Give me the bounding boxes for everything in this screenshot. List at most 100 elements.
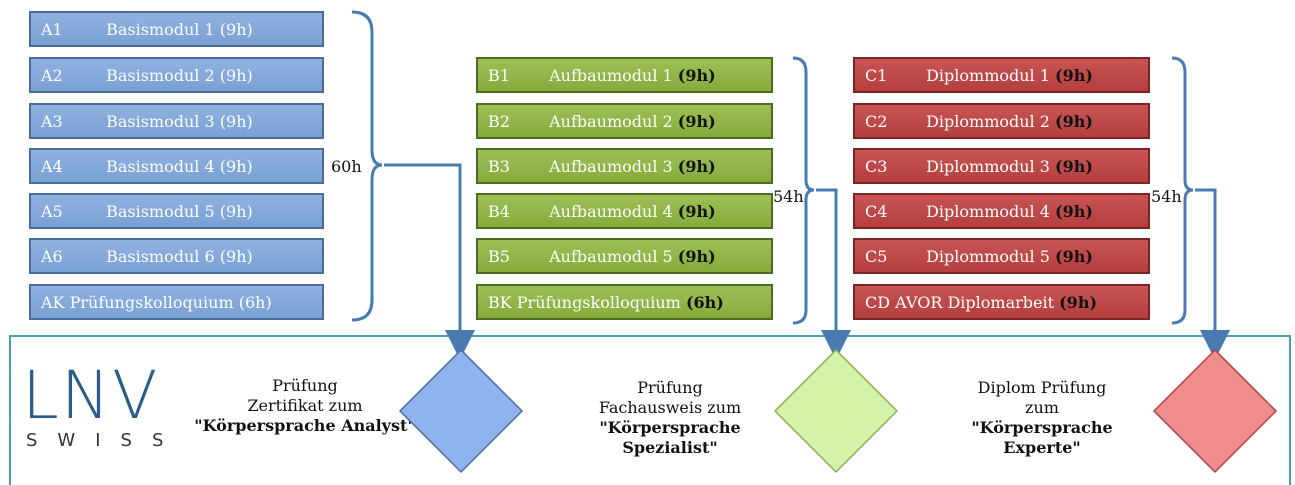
connector-c [1195, 188, 1230, 360]
module-hours: (9h) [677, 246, 716, 266]
module-c5: C5 Diplommodul 5 (9h) [853, 238, 1150, 274]
module-code: B3 [488, 156, 510, 176]
module-name: Basismodul 3 [106, 111, 215, 131]
total-hours-c: 54h [1151, 187, 1182, 206]
total-hours-b: 54h [773, 187, 804, 206]
module-a1: A1 Basismodul 1 (9h) [29, 11, 324, 47]
module-hours: (6h) [685, 292, 724, 312]
module-name: Aufbaumodul 3 [549, 156, 673, 176]
module-hours: (9h) [677, 201, 716, 221]
module-name: Diplommodul 1 [926, 65, 1050, 85]
module-name: Basismodul 4 [106, 156, 215, 176]
module-name: AVOR Diplomarbeit [895, 292, 1055, 312]
module-code: C3 [865, 156, 888, 176]
exam-c-line1: Diplom Prüfung [977, 378, 1107, 397]
exam-c-line3: "Körpersprache Experte" [971, 418, 1113, 457]
module-name: Diplommodul 2 [926, 111, 1050, 131]
module-code: B1 [488, 65, 510, 85]
exam-b-line1: Prüfung [637, 378, 703, 397]
module-name: Basismodul 6 [106, 246, 215, 266]
module-hours: (9h) [1055, 111, 1093, 131]
module-c2: C2 Diplommodul 2 (9h) [853, 103, 1150, 139]
module-name: Aufbaumodul 4 [549, 201, 673, 221]
module-hours: (9h) [219, 65, 253, 85]
module-code: B5 [488, 246, 510, 266]
module-code: C1 [865, 65, 888, 85]
module-name: Aufbaumodul 2 [549, 111, 673, 131]
module-code: C2 [865, 111, 888, 131]
module-name: Aufbaumodul 1 [549, 65, 673, 85]
exam-b-line3: "Körpersprache Spezialist" [599, 418, 741, 457]
connector-a [384, 163, 475, 360]
module-name: Basismodul 2 [106, 65, 215, 85]
module-hours: (9h) [1055, 201, 1093, 221]
brace-c [1171, 56, 1194, 325]
module-a6: A6 Basismodul 6 (9h) [29, 238, 324, 274]
module-b5: B5 Aufbaumodul 5 (9h) [476, 238, 773, 274]
exam-c-label: Diplom Prüfung zum "Körpersprache Expert… [932, 378, 1152, 458]
module-b1: B1 Aufbaumodul 1 (9h) [476, 57, 773, 93]
module-code: A4 [41, 156, 63, 176]
module-hours: (9h) [219, 201, 253, 221]
module-b4: B4 Aufbaumodul 4 (9h) [476, 193, 773, 229]
module-hours: (9h) [1059, 292, 1098, 312]
diamond-a [398, 348, 524, 474]
exam-b-label: Prüfung Fachausweis zum "Körpersprache S… [552, 378, 788, 458]
logo-wordmark: LNV [22, 357, 160, 434]
module-hours: (9h) [1055, 246, 1093, 266]
module-code: B2 [488, 111, 510, 131]
module-name: Prüfungskolloquium [69, 292, 234, 312]
module-hours: (6h) [238, 292, 272, 312]
module-b3: B3 Aufbaumodul 3 (9h) [476, 148, 773, 184]
module-name: Basismodul 5 [106, 201, 215, 221]
module-code: C5 [865, 246, 888, 266]
module-hours: (9h) [1055, 156, 1093, 176]
module-a4: A4 Basismodul 4 (9h) [29, 148, 324, 184]
module-code: A1 [41, 19, 63, 39]
module-name: Aufbaumodul 5 [549, 246, 673, 266]
module-b2: B2 Aufbaumodul 2 (9h) [476, 103, 773, 139]
module-c3: C3 Diplommodul 3 (9h) [853, 148, 1150, 184]
connector-b [816, 188, 851, 360]
module-hours: (9h) [677, 156, 716, 176]
module-c1: C1 Diplommodul 1 (9h) [853, 57, 1150, 93]
exam-b-line2: Fachausweis zum [598, 398, 742, 417]
module-bk: BK Prüfungskolloquium (6h) [476, 284, 773, 320]
logo-subtitle: SWISS [26, 430, 184, 451]
module-a2: A2 Basismodul 2 (9h) [29, 57, 324, 93]
module-name: Diplommodul 4 [926, 201, 1050, 221]
diamond-b [773, 348, 899, 474]
module-name: Prüfungskolloquium [516, 292, 681, 312]
module-code: A2 [41, 65, 63, 85]
module-hours: (9h) [677, 111, 716, 131]
module-code: C4 [865, 201, 888, 221]
exam-a-label: Prüfung Zertifikat zum "Körpersprache An… [192, 376, 418, 436]
module-code: A3 [41, 111, 63, 131]
brace-b [792, 56, 815, 325]
module-hours: (9h) [219, 246, 253, 266]
module-code: BK [488, 292, 512, 312]
module-name: Basismodul 1 [106, 19, 215, 39]
module-hours: (9h) [677, 65, 716, 85]
module-hours: (9h) [219, 111, 253, 131]
module-code: B4 [488, 201, 510, 221]
module-code: CD [865, 292, 891, 312]
exam-c-line2: zum [1025, 398, 1059, 417]
module-c4: C4 Diplommodul 4 (9h) [853, 193, 1150, 229]
module-ak: AK Prüfungskolloquium (6h) [29, 284, 324, 320]
exam-panel [9, 335, 1291, 485]
module-hours: (9h) [219, 156, 253, 176]
module-code: A5 [41, 201, 63, 221]
exam-a-line3: "Körpersprache Analyst" [194, 416, 416, 435]
module-hours: (9h) [219, 19, 253, 39]
module-cd: CD AVOR Diplomarbeit (9h) [853, 284, 1150, 320]
total-hours-a: 60h [331, 157, 362, 176]
module-code: AK [41, 292, 65, 312]
module-a3: A3 Basismodul 3 (9h) [29, 103, 324, 139]
exam-a-line1: Prüfung [272, 376, 338, 395]
module-name: Diplommodul 5 [926, 246, 1050, 266]
module-name: Diplommodul 3 [926, 156, 1050, 176]
exam-a-line2: Zertifikat zum [247, 396, 363, 415]
diamond-c [1152, 348, 1278, 474]
